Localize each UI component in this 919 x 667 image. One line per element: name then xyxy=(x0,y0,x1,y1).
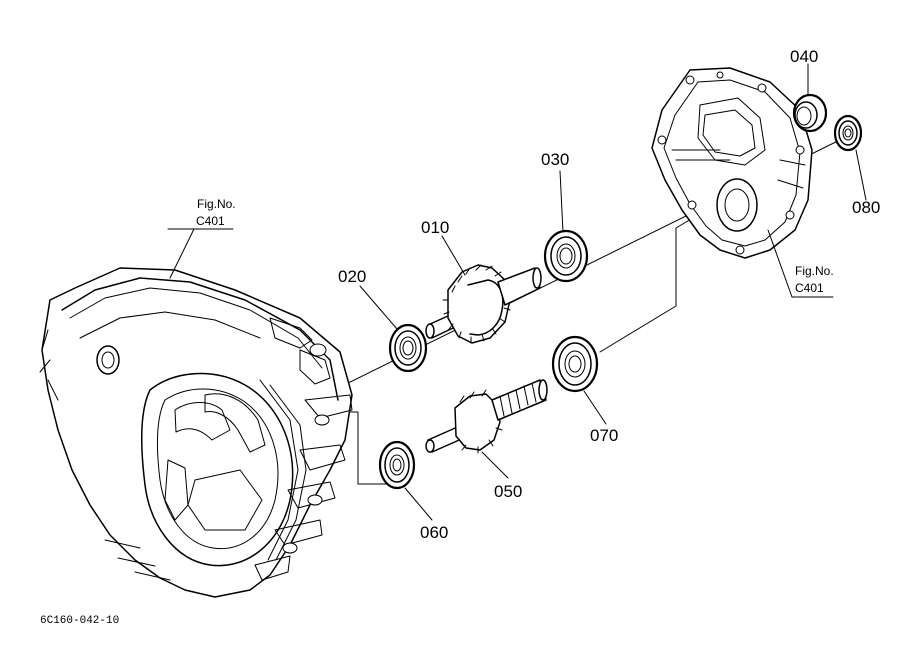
fig-ref-left-number: C401 xyxy=(196,214,225,228)
shaft-050 xyxy=(425,379,548,454)
callout-020: 020 xyxy=(338,267,366,286)
bearing-020 xyxy=(388,323,428,373)
callout-030: 030 xyxy=(541,150,569,169)
drawing-code: 6C160-042-10 xyxy=(40,615,119,627)
gear-010 xyxy=(425,264,542,344)
callout-040: 040 xyxy=(790,47,818,66)
seal-040 xyxy=(792,93,828,133)
bearing-060 xyxy=(378,440,416,490)
callout-050: 050 xyxy=(494,482,522,501)
callout-leaders xyxy=(167,63,867,521)
fig-ref-left-title: Fig.No. xyxy=(197,197,236,211)
oil-seal-080 xyxy=(833,114,863,152)
left-transmission-case xyxy=(39,267,353,598)
fig-ref-right-number: C401 xyxy=(795,281,824,295)
bearing-030 xyxy=(543,229,589,283)
fig-ref-left: Fig.No. C401 xyxy=(196,197,236,228)
bearing-070 xyxy=(551,335,599,393)
fig-ref-right-title: Fig.No. xyxy=(795,264,834,278)
right-transmission-cover xyxy=(651,67,813,259)
fig-ref-right: Fig.No. C401 xyxy=(795,264,834,295)
callout-070: 070 xyxy=(590,426,618,445)
callout-010: 010 xyxy=(421,218,449,237)
callout-060: 060 xyxy=(420,523,448,542)
callout-080: 080 xyxy=(852,198,880,217)
part-callouts: 010 020 030 040 050 060 070 080 xyxy=(338,47,880,542)
